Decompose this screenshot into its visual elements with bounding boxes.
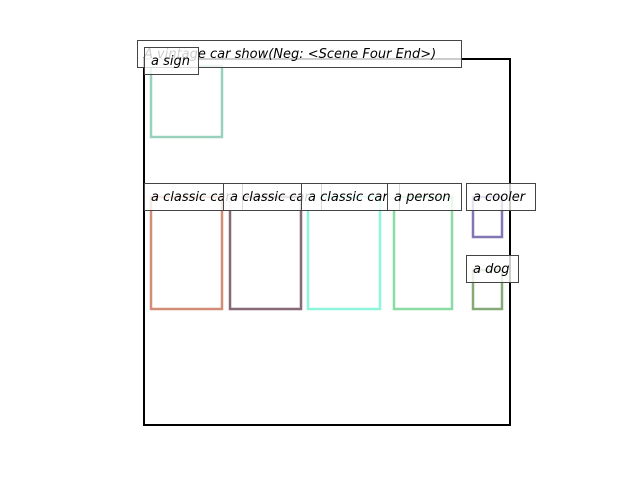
label-cooler: a cooler [473,190,527,205]
label-sign: a sign [151,54,190,69]
label-dog: a dog [473,262,510,277]
label-box-cooler [466,183,536,211]
diagram-title: A vintage car show(Neg: <Scene Four End>… [143,47,436,62]
label-box-dog [466,255,519,283]
box-car-2 [228,195,303,311]
label-box-sign [144,47,199,75]
box-person [392,195,454,311]
label-car-2: a classic car [230,190,311,205]
box-car-1 [149,195,224,311]
label-box-car-3 [301,183,400,211]
label-box-person [387,183,462,211]
box-car-3 [306,195,382,311]
scene-frame [143,58,511,426]
label-car-1: a classic car [151,190,232,205]
label-person: a person [394,190,451,205]
box-sign [149,64,224,139]
label-car-3: a classic car [308,190,389,205]
